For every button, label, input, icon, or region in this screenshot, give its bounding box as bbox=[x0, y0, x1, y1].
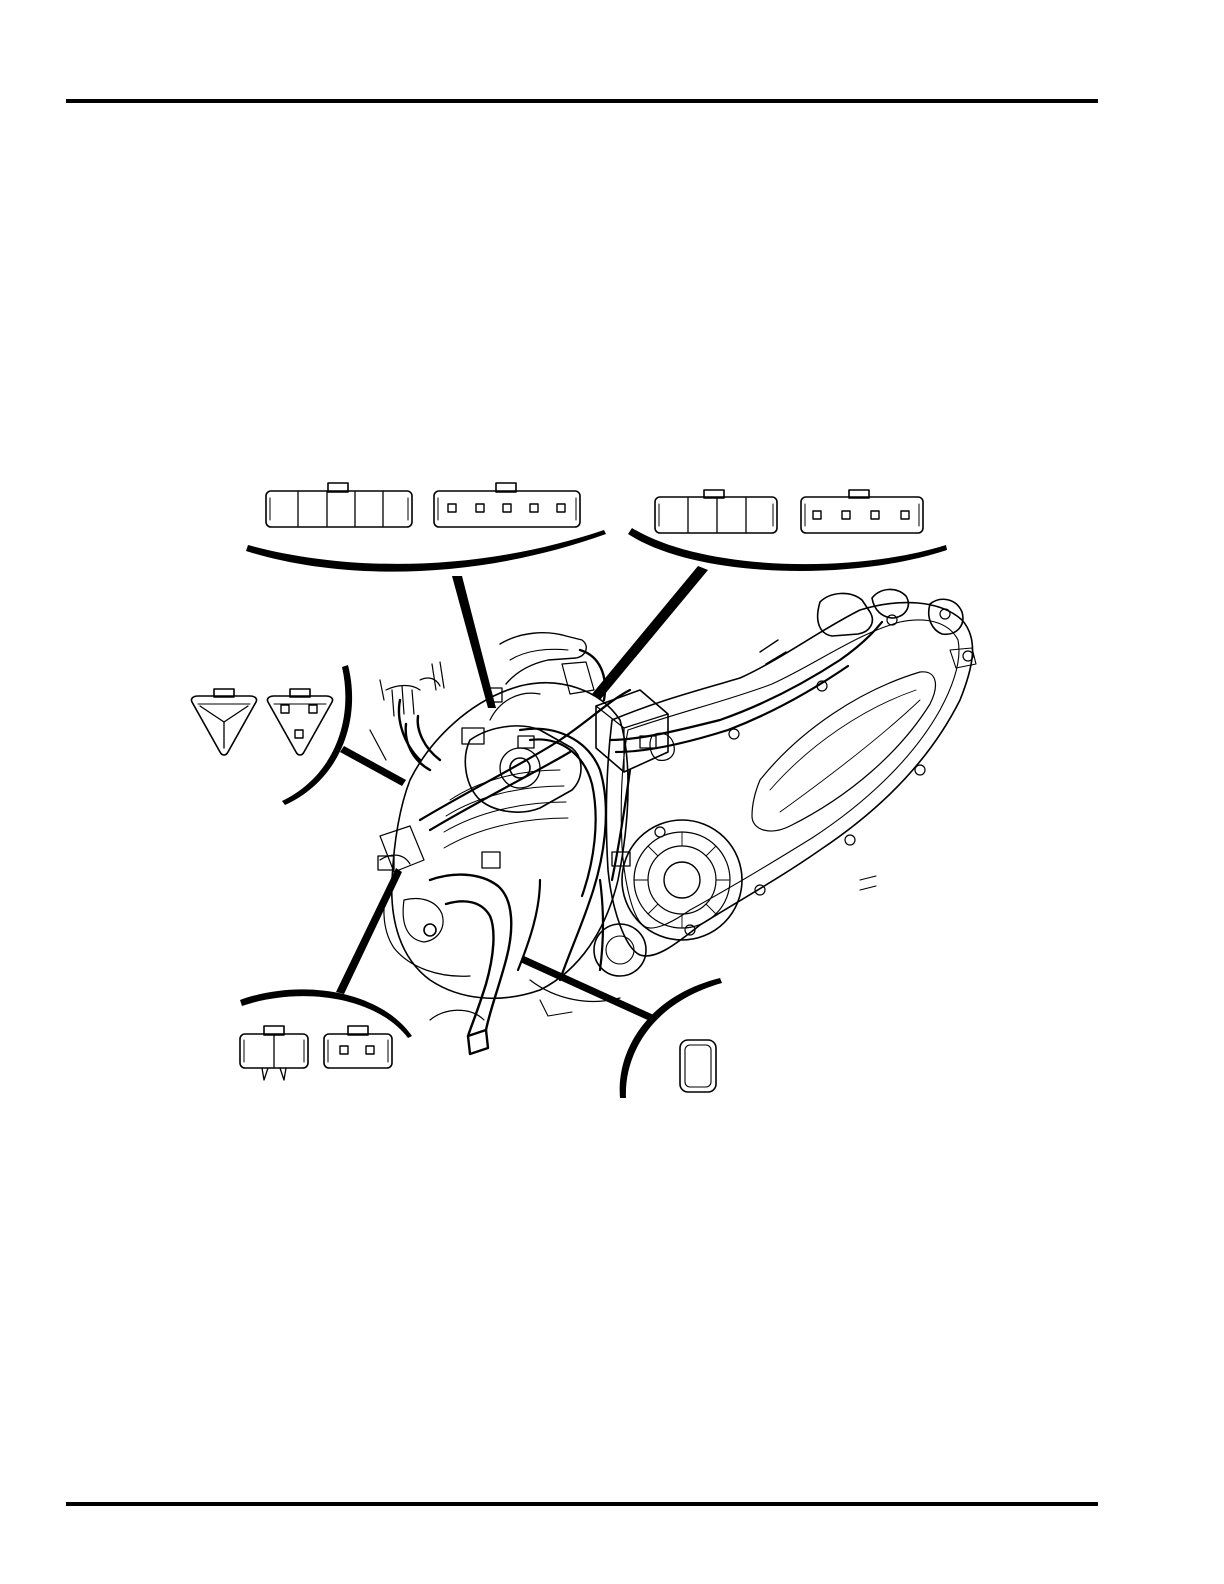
connector-5p-housing-icon bbox=[266, 483, 412, 527]
connector-1p-icon bbox=[680, 1040, 716, 1092]
connector-2p-housing-icon bbox=[240, 1026, 308, 1080]
connector-4p-face-icon bbox=[801, 490, 923, 533]
connector-3p-triangular-face-icon bbox=[267, 689, 332, 755]
callout-leaders bbox=[240, 528, 947, 1098]
connector-3p-triangular-housing-icon bbox=[191, 689, 256, 755]
footer-rule bbox=[66, 1502, 1098, 1506]
engine-illustration bbox=[370, 589, 976, 1054]
connector-4p-housing-icon bbox=[655, 490, 777, 533]
connector-5p-face-icon bbox=[434, 483, 580, 527]
connector-2p-face-icon bbox=[324, 1026, 392, 1068]
